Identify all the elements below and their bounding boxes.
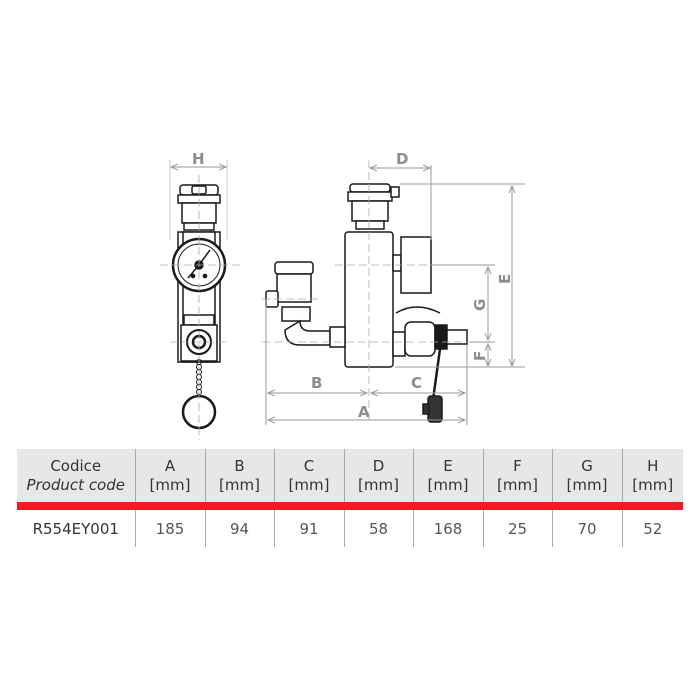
header-col-c: C[mm] xyxy=(273,449,344,502)
dimension-labels: H D B C A E G F xyxy=(192,150,514,421)
header-letter: G xyxy=(581,456,593,475)
dim-label-d: D xyxy=(396,150,408,168)
header-unit: [mm] xyxy=(149,475,191,494)
dimension-lines xyxy=(265,165,525,425)
dim-label-e: E xyxy=(496,274,514,284)
header-unit: [mm] xyxy=(427,475,469,494)
cell-h: 52 xyxy=(621,510,683,547)
cell-d: 58 xyxy=(343,510,413,547)
header-col-e: E[mm] xyxy=(412,449,483,502)
cell-a: 185 xyxy=(134,510,205,547)
header-code-label: Codice xyxy=(50,456,102,475)
cell-c: 91 xyxy=(273,510,344,547)
side-view xyxy=(262,160,495,423)
front-view xyxy=(160,160,240,440)
header-letter: C xyxy=(303,456,315,475)
header-letter: F xyxy=(513,456,522,475)
header-letter: B xyxy=(234,456,245,475)
header-col-b: B[mm] xyxy=(204,449,274,502)
header-product-code: Codice Product code xyxy=(17,449,135,502)
header-col-h: H[mm] xyxy=(621,449,683,502)
header-letter: A xyxy=(164,456,176,475)
dim-label-h: H xyxy=(192,150,205,168)
header-unit: [mm] xyxy=(288,475,330,494)
cell-product-code: R554EY001 xyxy=(32,519,119,538)
header-col-a: A[mm] xyxy=(134,449,205,502)
cell-f: 25 xyxy=(482,510,552,547)
header-code-label-en: Product code xyxy=(26,475,126,494)
cell-g: 70 xyxy=(551,510,622,547)
accent-bar xyxy=(17,502,683,510)
header-col-f: F[mm] xyxy=(482,449,552,502)
dim-label-g: G xyxy=(471,299,489,311)
technical-drawing: H D B C A E G F xyxy=(160,150,525,440)
dimensions-table: Codice Product code A[mm] B[mm] C[mm] D[… xyxy=(17,449,683,547)
table-header-row: Codice Product code A[mm] B[mm] C[mm] D[… xyxy=(17,449,683,502)
header-letter: D xyxy=(372,456,385,475)
cell-e: 168 xyxy=(412,510,483,547)
dim-label-b: B xyxy=(311,374,322,392)
header-col-d: D[mm] xyxy=(343,449,413,502)
header-col-g: G[mm] xyxy=(551,449,622,502)
header-letter: H xyxy=(647,456,659,475)
cell-b: 94 xyxy=(204,510,274,547)
table-row: R554EY001 185 94 91 58 168 25 70 52 xyxy=(17,510,683,547)
dim-label-f: F xyxy=(471,351,489,361)
header-unit: [mm] xyxy=(632,475,674,494)
header-unit: [mm] xyxy=(358,475,399,494)
header-unit: [mm] xyxy=(497,475,538,494)
header-unit: [mm] xyxy=(566,475,608,494)
header-unit: [mm] xyxy=(219,475,260,494)
dim-label-c: C xyxy=(411,374,422,392)
header-letter: E xyxy=(443,456,453,475)
dim-label-a: A xyxy=(358,403,370,421)
